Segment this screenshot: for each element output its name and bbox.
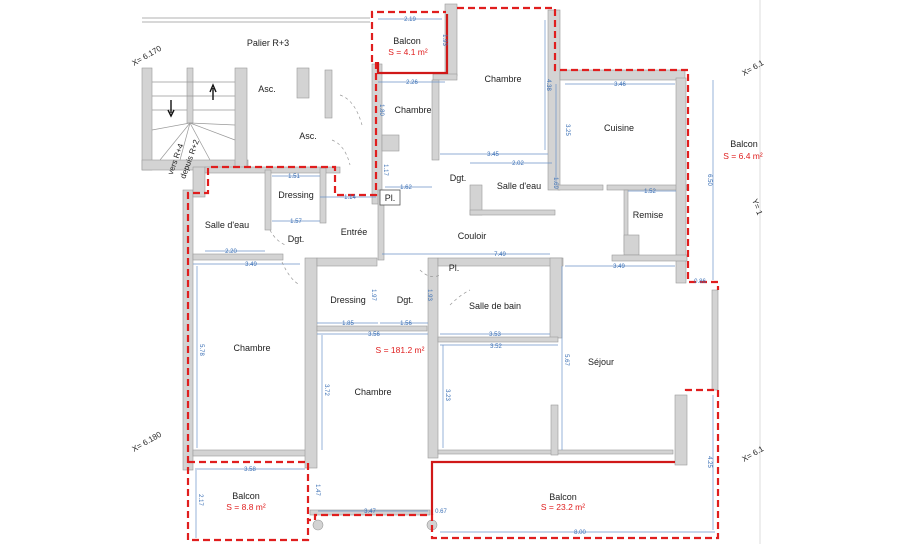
dim: 2.26 xyxy=(406,80,418,86)
label-dgt-south: Dgt. xyxy=(397,295,414,305)
coord-sw: X= 6.180 xyxy=(131,430,164,454)
label-chambre-north: Chambre xyxy=(394,105,431,115)
room-labels: Palier R+3 Balcon S = 4.1 m² Chambre Asc… xyxy=(166,36,763,512)
dim: 7.49 xyxy=(494,252,506,258)
label-remise: Remise xyxy=(633,210,664,220)
door-swings xyxy=(269,94,471,306)
dim: 1.17 xyxy=(382,164,388,176)
staircase xyxy=(141,67,249,171)
dim: 1.85 xyxy=(342,321,354,327)
dim: 3.46 xyxy=(614,82,626,88)
label-dgt-west: Dgt. xyxy=(288,234,305,244)
coord-e: Y= 1 xyxy=(750,198,764,217)
dim: 5.67 xyxy=(563,354,569,366)
dim: 4.38 xyxy=(545,79,551,91)
area-balcon-sw: S = 8.8 m² xyxy=(226,502,266,512)
dim: 2.20 xyxy=(225,249,237,255)
label-asc-1: Asc. xyxy=(258,84,276,94)
label-dgt-north: Dgt. xyxy=(450,173,467,183)
label-balcon-east: Balcon xyxy=(730,139,758,149)
label-chambre-ne: Chambre xyxy=(484,74,521,84)
dim: 3.25 xyxy=(564,124,570,136)
label-placard-1: Pl. xyxy=(385,193,396,203)
dim: 5.78 xyxy=(198,344,204,356)
area-balcon-north: S = 4.1 m² xyxy=(388,47,428,57)
dim: 4.25 xyxy=(706,456,712,468)
dim: 0.86 xyxy=(694,279,706,285)
dim: 3.56 xyxy=(368,332,380,338)
placard-box xyxy=(379,189,401,206)
dim: 3.47 xyxy=(364,509,376,515)
label-balcon-sw: Balcon xyxy=(232,491,260,501)
dim: 2.19 xyxy=(404,17,416,23)
dim: 3.52 xyxy=(490,344,502,350)
label-dressing-south: Dressing xyxy=(330,295,366,305)
label-cuisine: Cuisine xyxy=(604,123,634,133)
dim: 1.62 xyxy=(400,185,412,191)
label-asc-2: Asc. xyxy=(299,131,317,141)
label-chambre-south: Chambre xyxy=(354,387,391,397)
coord-se: X= 6.1 xyxy=(741,444,766,464)
label-placard-2: Pl. xyxy=(449,263,460,273)
coord-nw: X= 6.170 xyxy=(131,44,164,68)
dim: 0.67 xyxy=(435,509,447,515)
dim: 1.69 xyxy=(552,177,558,189)
dim: 1.97 xyxy=(370,289,376,301)
dim: 3.49 xyxy=(613,264,625,270)
area-balcon-east: S = 6.4 m² xyxy=(723,151,763,161)
label-balcon-south: Balcon xyxy=(549,492,577,502)
dim: 3.45 xyxy=(487,152,499,158)
label-sejour: Séjour xyxy=(588,357,614,367)
dimension-lines xyxy=(193,18,715,538)
dim: 2.17 xyxy=(197,494,203,506)
dim: 1.80 xyxy=(378,104,384,116)
label-balcon-north: Balcon xyxy=(393,36,421,46)
dim: 3.23 xyxy=(444,389,450,401)
dim: 6.50 xyxy=(706,174,712,186)
dim: 1.52 xyxy=(644,189,656,195)
dim: 1.93 xyxy=(441,34,447,46)
arrow-down-icon xyxy=(167,100,175,118)
dim: 1.57 xyxy=(290,219,302,225)
label-couloir: Couloir xyxy=(458,231,487,241)
dim: 8.00 xyxy=(574,530,586,536)
dim: 1.56 xyxy=(400,321,412,327)
dim: 3.72 xyxy=(323,384,329,396)
label-palier: Palier R+3 xyxy=(247,38,289,48)
label-entree: Entrée xyxy=(341,227,368,237)
dimension-labels: 2.19 1.93 2.26 1.80 4.38 3.46 3.25 3.45 … xyxy=(197,17,712,536)
dim: 1.47 xyxy=(314,484,320,496)
dim: 3.58 xyxy=(244,467,256,473)
dim: 3.49 xyxy=(245,262,257,268)
total-area: S = 181.2 m² xyxy=(376,345,425,355)
label-salle-eau-north: Salle d'eau xyxy=(497,181,541,191)
label-salle-bain: Salle de bain xyxy=(469,301,521,311)
dim: 3.53 xyxy=(489,332,501,338)
dim: 1.14 xyxy=(344,195,356,201)
label-salle-eau-west: Salle d'eau xyxy=(205,220,249,230)
dim: 1.51 xyxy=(288,174,300,180)
area-balcon-south: S = 23.2 m² xyxy=(541,502,585,512)
dim: 2.02 xyxy=(512,161,524,167)
label-dressing-north: Dressing xyxy=(278,190,314,200)
label-chambre-west: Chambre xyxy=(233,343,270,353)
coord-ne: X= 6.1 xyxy=(741,58,766,78)
arrow-up-icon xyxy=(209,83,217,100)
dim: 1.93 xyxy=(426,289,432,301)
boundary-lines xyxy=(186,6,720,542)
